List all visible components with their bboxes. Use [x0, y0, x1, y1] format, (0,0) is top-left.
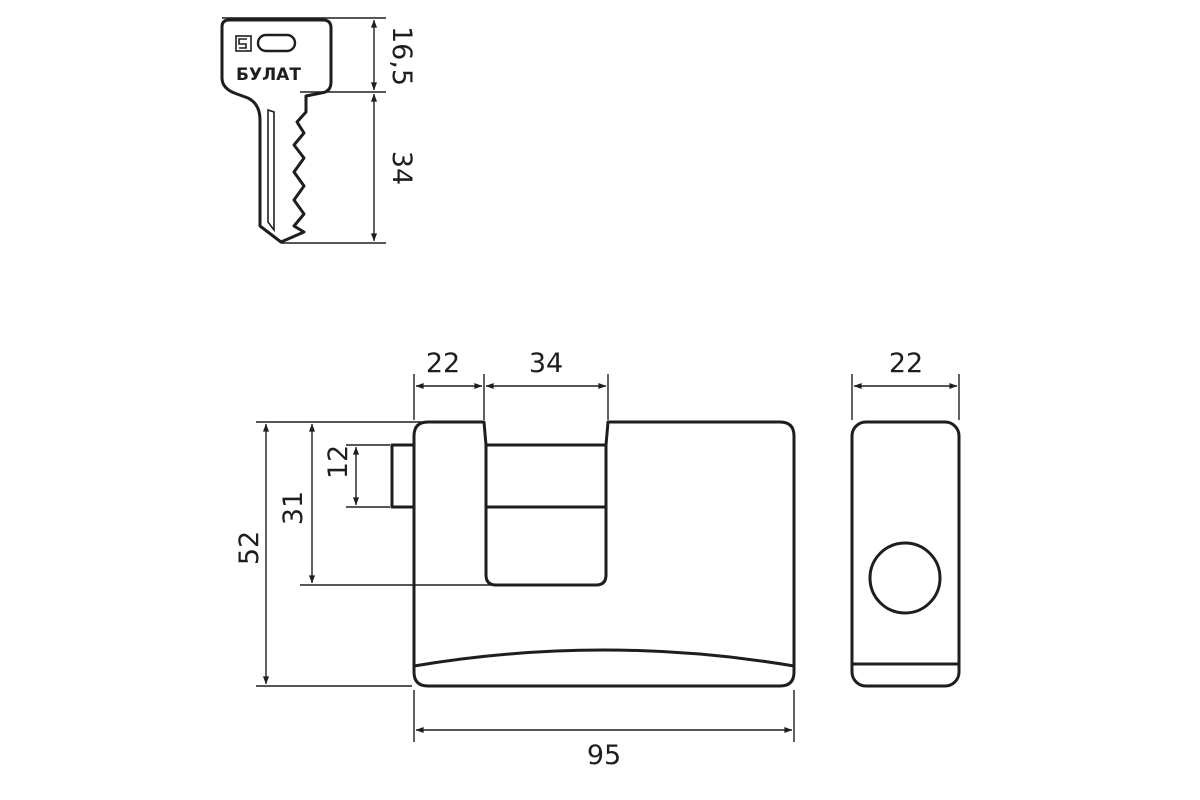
key-drawing: БУЛАТ 16,5 34 [220, 17, 417, 244]
side-width-label: 22 [426, 348, 460, 379]
padlock-front-view: 22 34 52 31 12 95 [234, 348, 796, 771]
shackle-cavity [484, 443, 608, 587]
key-outline [220, 18, 333, 244]
padlock-side-view: 22 [850, 348, 961, 688]
shackle-depth-label: 31 [278, 491, 309, 525]
bolt-height-label: 12 [323, 445, 354, 479]
overall-width-label: 95 [587, 740, 621, 771]
key-blade-length-label: 34 [386, 151, 417, 185]
lock-body-outline [412, 420, 796, 688]
key-groove [267, 108, 275, 233]
thickness-label: 22 [889, 348, 923, 379]
key-brand-text: БУЛАТ [236, 65, 301, 85]
bulat-logo [235, 33, 297, 53]
locking-bolt [390, 443, 416, 509]
side-body-outline [850, 420, 961, 688]
bottom-band-curve [412, 648, 796, 668]
overall-height-label: 52 [234, 531, 265, 565]
keyhole-cylinder [868, 541, 942, 615]
shackle-opening-label: 34 [529, 348, 563, 379]
key-head-height-label: 16,5 [386, 26, 417, 86]
